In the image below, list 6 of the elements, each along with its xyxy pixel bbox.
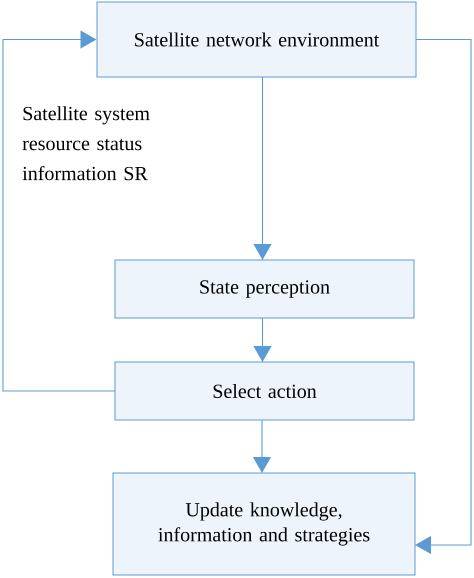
process-box: Select action [114,362,414,420]
arrow [2,30,114,392]
process-box: Update knowledge, information and strategies [112,472,416,576]
process-box: State perception [114,260,414,318]
process-box: Satellite network environment [96,2,416,78]
annotation-text: Satellite system resource status information SR [22,106,150,180]
